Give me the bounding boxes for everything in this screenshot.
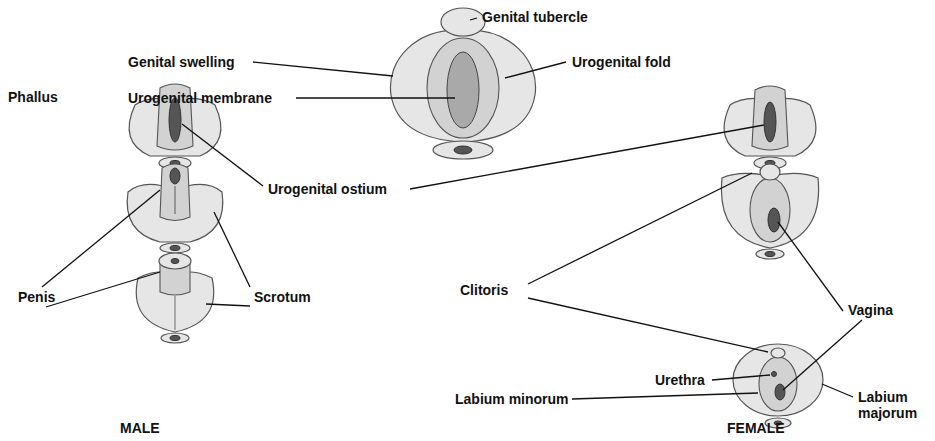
female-early-stage [724,86,816,169]
male-middle-stage [127,164,223,253]
part-label: Labium majorum [858,389,930,421]
part-label: Clitoris [460,282,508,298]
leader-lines [42,18,862,399]
part-label: Urethra [655,372,705,388]
part-label: Urogenital membrane [128,90,272,106]
part-label: Urogenital ostium [268,181,387,197]
part-label: MALE [120,420,160,436]
part-label: Urogenital fold [572,54,671,70]
part-label: Phallus [8,89,58,105]
part-label: Genital tubercle [482,9,588,25]
part-label: Labium minorum [455,391,569,407]
part-label: Vagina [848,302,893,318]
female-middle-stage [721,164,818,259]
part-label: Scrotum [254,289,311,305]
indifferent-stage [390,8,535,159]
part-label: Genital swelling [128,54,235,70]
part-label: FEMALE [727,420,785,436]
male-late-stage [136,253,214,343]
female-late-stage [733,344,823,428]
part-label: Penis [18,289,55,305]
